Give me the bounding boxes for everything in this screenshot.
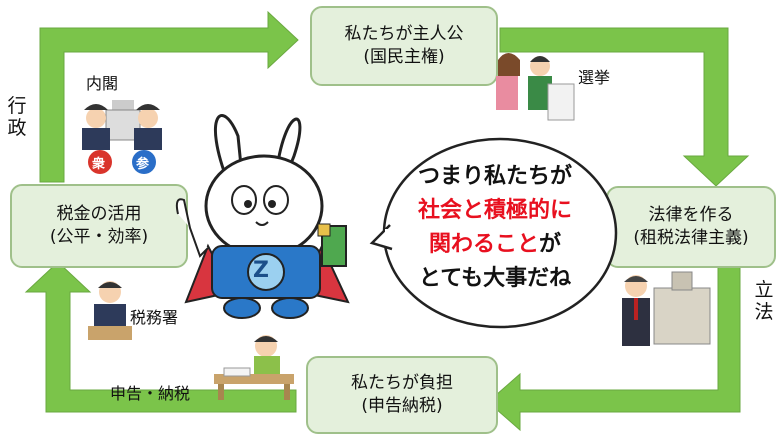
badge-lower-house: 衆 [92, 157, 106, 172]
cabinet-illustration [82, 100, 162, 174]
bubble-line-3: 関わることが [384, 228, 606, 262]
box-make-laws-sub: (租税法律主義) [633, 228, 749, 248]
arrow-top-to-right [499, 27, 750, 187]
box-burden-sub: (申告納税) [361, 396, 443, 416]
bubble-line-1: つまり私たちが [417, 164, 572, 189]
mascot-illustration [175, 113, 350, 319]
bubble-line-3-emphasis: 関わること [428, 232, 539, 257]
filing-illustration [214, 335, 294, 400]
box-sovereignty-title: 私たちが主人公 [344, 24, 464, 45]
label-legislative: 立法 [754, 279, 774, 323]
label-tax-office: 税務署 [130, 308, 179, 327]
box-make-laws: 法律を作る (租税法律主義) [606, 186, 776, 268]
arrow-right-to-bottom [487, 261, 741, 432]
box-sovereignty-sub: (国民主権) [363, 47, 445, 67]
diet-illustration [622, 271, 711, 346]
box-use-of-taxes-sub: (公平・効率) [49, 227, 149, 247]
box-burden: 私たちが負担 (申告納税) [306, 356, 498, 434]
label-filing: 申告・納税 [110, 384, 191, 403]
bubble-line-2: 社会と積極的に [417, 198, 572, 223]
tax-office-illustration [88, 281, 132, 340]
box-use-of-taxes: 税金の活用 (公平・効率) [10, 184, 188, 268]
box-make-laws-title: 法律を作る [648, 205, 734, 226]
bubble-line-3-tail: が [539, 232, 562, 257]
label-election: 選挙 [578, 68, 611, 87]
bubble-text: つまり私たちが 社会と積極的に 関わることが とても大事だね [384, 160, 606, 296]
box-burden-title: 私たちが負担 [351, 373, 453, 394]
bubble-line-4: とても大事だね [418, 266, 572, 291]
arrow-left-to-top [39, 10, 299, 183]
mascot-letter: Z [253, 258, 269, 283]
election-illustration [496, 53, 575, 121]
label-cabinet: 内閣 [86, 74, 119, 93]
badge-upper-house: 参 [136, 157, 150, 172]
box-sovereignty: 私たちが主人公 (国民主権) [310, 6, 498, 86]
label-executive: 行政 [7, 95, 27, 139]
box-use-of-taxes-title: 税金の活用 [56, 204, 142, 225]
arrow-bottom-to-left [24, 261, 297, 413]
speech-bubble [369, 137, 618, 329]
